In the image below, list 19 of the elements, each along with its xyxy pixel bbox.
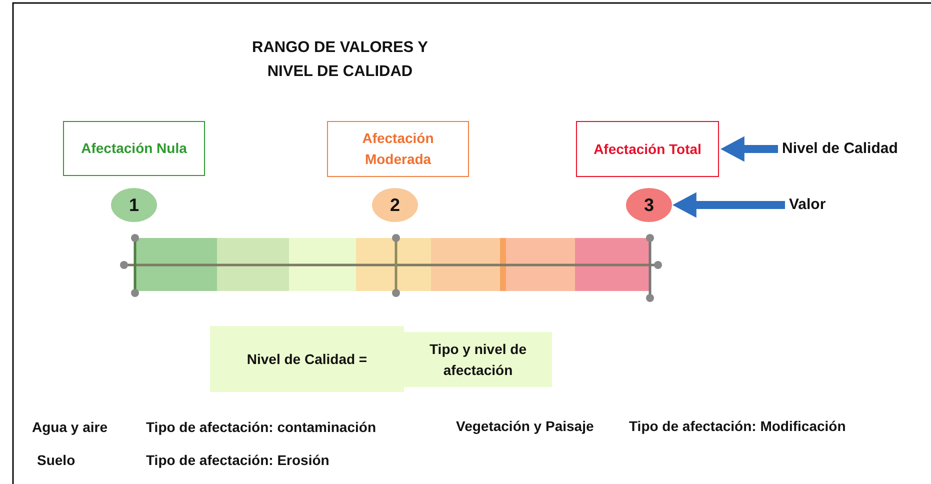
level-box: Afectación Nula	[63, 121, 205, 176]
value-circle: 2	[372, 188, 418, 222]
level-box: Afectación Moderada	[327, 121, 469, 177]
note-text: Tipo de afectación: contaminación	[146, 419, 376, 435]
block-arrow	[672, 192, 785, 218]
row-label: Nivel de Calidad	[782, 139, 928, 159]
formula-box: Nivel de Calidad =	[210, 326, 404, 392]
block-arrow	[720, 136, 778, 162]
note-text: Vegetación y Paisaje	[456, 418, 594, 434]
note-text: Tipo de afectación: Erosión	[146, 452, 330, 468]
title: RANGO DE VALORES Y NIVEL DE CALIDAD	[251, 38, 429, 82]
formula-box: Tipo y nivel de afectación	[404, 332, 552, 387]
value-circle: 1	[111, 188, 157, 222]
note-text: Agua y aire	[32, 419, 108, 435]
level-box: Afectación Total	[576, 121, 719, 177]
value-circle: 3	[626, 188, 672, 222]
note-text: Suelo	[37, 452, 76, 468]
row-label: Valor	[789, 195, 839, 215]
note-text: Tipo de afectación: Modificación	[629, 418, 846, 434]
